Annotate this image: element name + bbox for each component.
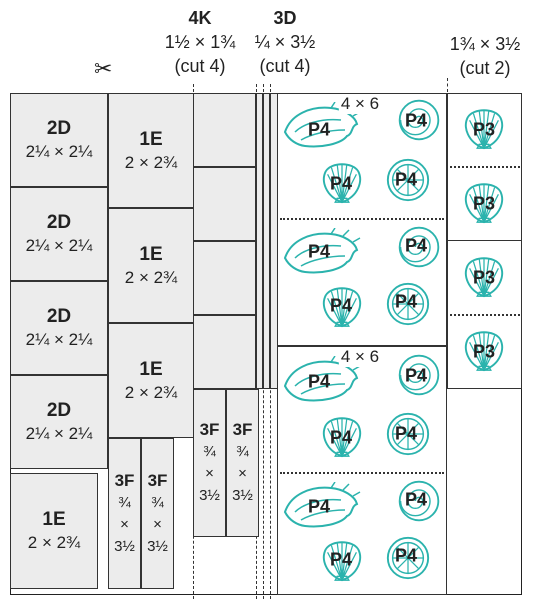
motif-label: P3 <box>472 193 496 214</box>
piece-size-length: 3½ <box>147 537 168 555</box>
piece-size: 2¼ × 2¼ <box>25 142 93 161</box>
piece-size-length: 3½ <box>199 487 220 504</box>
fold-line <box>450 166 520 168</box>
motif-label: P4 <box>329 549 353 570</box>
piece-2d: 2D 2¼ × 2¼ <box>10 187 108 281</box>
header-size: ¼ × 3½ <box>254 32 316 52</box>
motif-label: P3 <box>472 119 496 140</box>
header-4k: 4K 1½ × 1¾ (cut 4) <box>160 6 240 78</box>
motif-label: P4 <box>404 489 428 510</box>
piece-size-width: ¾ <box>151 493 164 511</box>
piece-code: 1E <box>42 509 66 530</box>
motif-label: P4 <box>307 119 331 140</box>
piece-1e: 1E 2 × 2¾ <box>10 473 98 589</box>
motif-label: P4 <box>404 235 428 256</box>
piece-size-times: × <box>238 465 247 482</box>
piece-3f: 3F ¾ × 3½ <box>193 389 226 537</box>
piece-code: 1E <box>139 128 163 150</box>
piece-code: 2D <box>46 118 72 139</box>
piece-code: 3F <box>232 420 253 439</box>
piece-3f: 3F ¾ × 3½ <box>108 438 141 589</box>
header-code: 4K <box>188 8 212 28</box>
piece-size-length: 3½ <box>232 487 253 504</box>
piece-code: 3F <box>199 420 220 439</box>
piece-code: 2D <box>46 400 72 421</box>
piece-code: 1E <box>139 358 163 380</box>
piece-size: 2¼ × 2¼ <box>25 236 93 255</box>
piece-code: 1E <box>139 243 163 265</box>
piece-1e: 1E 2 × 2¾ <box>108 323 194 438</box>
motif-label: P4 <box>404 110 428 131</box>
motif-label: P4 <box>329 173 353 194</box>
motif-panel-bottom <box>277 346 447 595</box>
piece-2d: 2D 2¼ × 2¼ <box>10 93 108 187</box>
piece-size-width: ¾ <box>118 493 131 511</box>
piece-code: 2D <box>46 212 72 233</box>
piece-size-times: × <box>153 515 162 533</box>
motif-label: P3 <box>472 341 496 362</box>
motif-label: P4 <box>307 241 331 262</box>
strip-3d <box>263 93 270 389</box>
header-code: 3D <box>273 8 297 28</box>
header-3d: 3D ¼ × 3½ (cut 4) <box>245 6 325 78</box>
motif-label: P4 <box>394 291 418 312</box>
piece-size: 2 × 2¾ <box>124 152 178 172</box>
piece-code: 3F <box>114 470 135 490</box>
piece-size-width: ¾ <box>203 443 216 460</box>
piece-4k <box>193 93 256 167</box>
piece-size-times: × <box>205 465 214 482</box>
panel-size-label: 4 × 6 <box>338 347 382 367</box>
piece-3f: 3F ¾ × 3½ <box>226 389 259 537</box>
piece-code: 2D <box>46 306 72 327</box>
piece-size-times: × <box>120 515 129 533</box>
cut-guide <box>447 78 448 92</box>
piece-2d: 2D 2¼ × 2¼ <box>10 281 108 375</box>
piece-4k <box>193 315 256 389</box>
piece-size: 2 × 2¾ <box>27 533 81 552</box>
header-qty: (cut 4) <box>259 56 311 76</box>
piece-size: 2 × 2¾ <box>124 267 178 287</box>
motif-label: P3 <box>472 267 496 288</box>
fold-line <box>450 314 520 316</box>
motif-label: P4 <box>329 427 353 448</box>
piece-size: 2¼ × 2¼ <box>25 330 93 349</box>
piece-1e: 1E 2 × 2¾ <box>108 93 194 208</box>
strip-3d <box>256 93 263 389</box>
piece-2d: 2D 2¼ × 2¼ <box>10 375 108 469</box>
piece-3f: 3F ¾ × 3½ <box>141 438 174 589</box>
piece-size-width: ¾ <box>236 443 249 460</box>
motif-label: P4 <box>329 295 353 316</box>
motif-label: P4 <box>394 423 418 444</box>
motif-label: P4 <box>307 371 331 392</box>
header-qty: (cut 4) <box>174 56 226 76</box>
piece-size: 2 × 2¾ <box>124 382 178 402</box>
motif-label: P4 <box>404 365 428 386</box>
piece-size-length: 3½ <box>114 537 135 555</box>
piece-size: 2¼ × 2¼ <box>25 424 93 443</box>
header-qty: (cut 2) <box>459 58 511 78</box>
piece-code: 3F <box>147 470 168 490</box>
scissors-icon: ✂ <box>94 56 113 81</box>
fold-line <box>280 472 444 474</box>
piece-4k <box>193 241 256 315</box>
motif-label: P4 <box>394 169 418 190</box>
piece-4k <box>193 167 256 241</box>
fold-line <box>280 218 444 220</box>
header-size: 1¾ × 3½ <box>449 34 521 54</box>
motif-label: P4 <box>394 545 418 566</box>
header-size: 1½ × 1¾ <box>164 32 236 52</box>
panel-size-label: 4 × 6 <box>338 94 382 114</box>
header-p3: 1¾ × 3½ (cut 2) <box>440 32 530 80</box>
motif-label: P4 <box>307 496 331 517</box>
piece-1e: 1E 2 × 2¾ <box>108 208 194 323</box>
